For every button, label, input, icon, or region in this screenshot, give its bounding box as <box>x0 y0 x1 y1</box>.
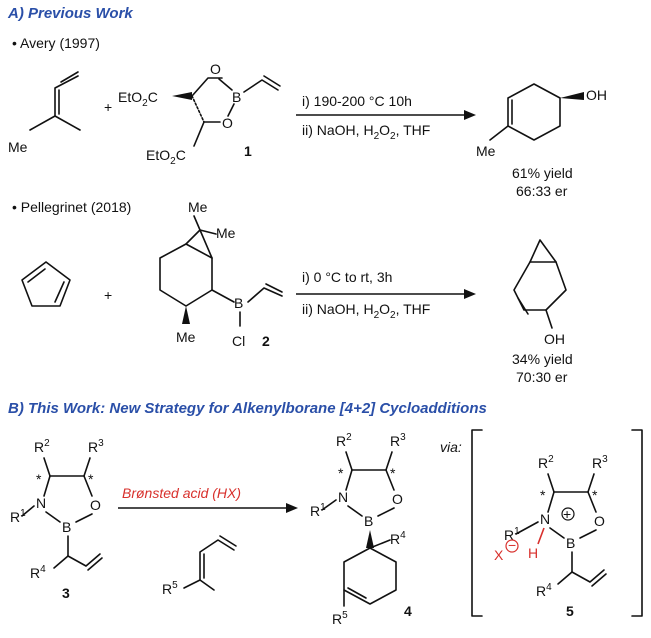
svg-text:R5: R5 <box>162 580 178 597</box>
svg-text:R5: R5 <box>332 610 348 627</box>
section-b-title: B) This Work: New Strategy for Alkenylbo… <box>8 400 487 417</box>
entry2-condition-1: i) 0 °C to rt, 3h <box>302 269 392 285</box>
svg-text:*: * <box>592 487 598 503</box>
svg-text:R1: R1 <box>504 526 520 543</box>
product-2-structure: OH <box>513 239 567 347</box>
product-4-structure: R2 R3 * * N O B R1 R4 R5 <box>310 432 406 627</box>
svg-text:X: X <box>494 547 504 563</box>
compound-5-label: 5 <box>566 603 574 619</box>
svg-text:R2: R2 <box>336 432 352 449</box>
isoprene-me: Me <box>8 139 28 155</box>
svg-text:N: N <box>338 489 348 505</box>
svg-text:OH: OH <box>544 331 565 347</box>
svg-text:R1: R1 <box>310 502 326 519</box>
ester-bottom: EtO2C <box>146 147 186 167</box>
entry1-yield: 61% yield <box>512 165 573 181</box>
compound-3-structure: R2 R3 * * N O B R1 R4 <box>10 438 104 581</box>
compound-2-label: 2 <box>262 333 270 349</box>
svg-text:Me: Me <box>476 143 496 159</box>
svg-text:R3: R3 <box>390 432 406 449</box>
svg-text:R1: R1 <box>10 508 26 525</box>
svg-text:B: B <box>62 519 71 535</box>
borane-2-structure: Me Me B Cl Me 2 <box>159 199 283 349</box>
bronsted-acid-label: Brønsted acid (HX) <box>122 485 241 501</box>
svg-text:*: * <box>390 465 396 481</box>
svg-text:B: B <box>234 295 243 311</box>
svg-text:R2: R2 <box>538 454 554 471</box>
ester-top: EtO2C <box>118 89 158 109</box>
diene-r5-structure: R5 <box>162 535 237 597</box>
entry1-condition-2: ii) NaOH, H2O2, THF <box>302 122 430 142</box>
cyclopentadiene-structure <box>21 261 71 307</box>
entry2-yield: 34% yield <box>512 351 573 367</box>
svg-text:R4: R4 <box>30 564 46 581</box>
section-a-title: A) Previous Work <box>7 5 133 22</box>
svg-text:Me: Me <box>188 199 208 215</box>
isoprene-structure: Me <box>8 71 81 155</box>
svg-text:H: H <box>528 545 538 561</box>
compound-1-label: 1 <box>244 143 252 159</box>
svg-text:B: B <box>566 535 575 551</box>
svg-text:R3: R3 <box>88 438 104 455</box>
svg-text:OH: OH <box>586 87 607 103</box>
intermediate-bracket <box>471 429 643 617</box>
svg-text:O: O <box>210 61 221 77</box>
entry1-condition-1: i) 190-200 °C 10h <box>302 93 412 109</box>
svg-text:B: B <box>232 89 241 105</box>
svg-text:R4: R4 <box>390 530 406 547</box>
boronate-1-structure: O B O EtO2C EtO2C 1 <box>118 61 281 167</box>
via-label: via: <box>440 439 462 455</box>
svg-text:+: + <box>563 506 571 522</box>
plus-sign-1: + <box>104 99 112 115</box>
svg-text:O: O <box>392 491 403 507</box>
plus-sign-2: + <box>104 287 112 303</box>
svg-text:−: − <box>508 537 516 553</box>
svg-text:Cl: Cl <box>232 333 245 349</box>
intermediate-5-structure: R2 R3 * * N + O B R1 H X − R4 <box>494 454 608 599</box>
svg-text:Me: Me <box>216 225 236 241</box>
svg-text:O: O <box>594 513 605 529</box>
svg-text:R2: R2 <box>34 438 50 455</box>
compound-3-label: 3 <box>62 585 70 601</box>
svg-text:N: N <box>540 511 550 527</box>
svg-text:B: B <box>364 513 373 529</box>
entry1-er: 66:33 er <box>516 183 568 199</box>
entry2-condition-2: ii) NaOH, H2O2, THF <box>302 301 430 321</box>
svg-text:R3: R3 <box>592 454 608 471</box>
svg-text:Me: Me <box>176 329 196 345</box>
compound-4-label: 4 <box>404 603 412 619</box>
svg-text:*: * <box>36 471 42 487</box>
svg-text:O: O <box>222 115 233 131</box>
svg-text:*: * <box>540 487 546 503</box>
svg-text:*: * <box>338 465 344 481</box>
svg-text:N: N <box>36 495 46 511</box>
entry2-author: • Pellegrinet (2018) <box>12 199 131 215</box>
svg-text:R4: R4 <box>536 582 552 599</box>
product-1-structure: Me OH <box>476 83 607 159</box>
svg-text:O: O <box>90 497 101 513</box>
entry2-er: 70:30 er <box>516 369 568 385</box>
svg-text:*: * <box>88 471 94 487</box>
entry1-author: • Avery (1997) <box>12 35 100 51</box>
